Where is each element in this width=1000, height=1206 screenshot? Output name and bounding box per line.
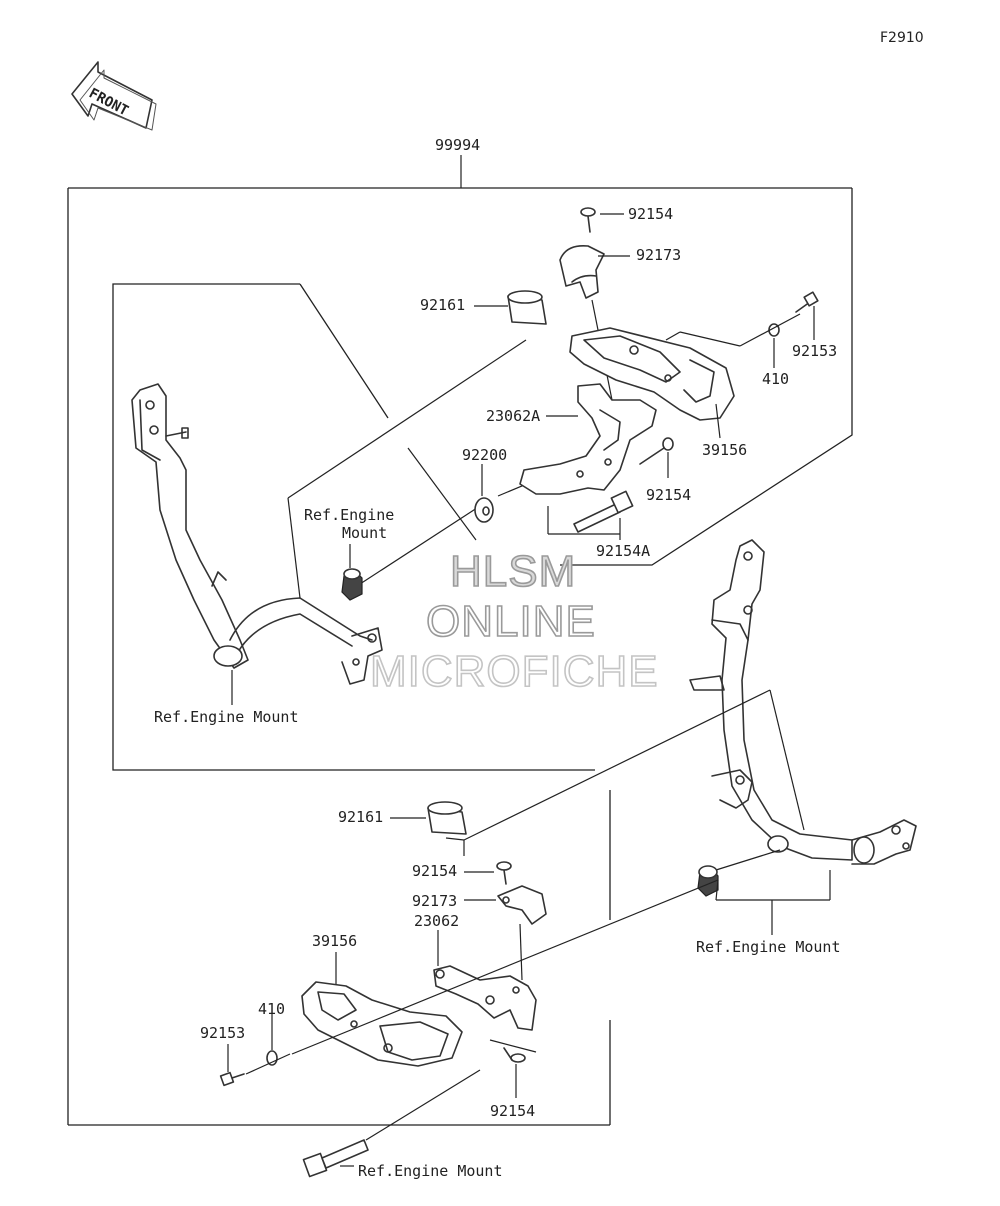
bracket-23062A [519,383,657,495]
washer-410-left [266,1050,278,1066]
label-410-right: 410 [762,370,789,388]
kit-number: 99994 [435,136,480,154]
bolt-92154-top [580,207,596,233]
front-arrow-icon: FRONT [71,61,157,131]
clamp-92173-top [559,244,605,299]
label-92200: 92200 [462,446,507,464]
bolt-92154A [573,490,634,533]
ref-engine-mount-bottom: Ref.Engine Mount [358,1162,503,1180]
label-92161-top: 92161 [420,296,465,314]
label-39156-top: 39156 [702,441,747,459]
label-92154-mid: 92154 [646,486,691,504]
watermark-line1: HLSM [450,547,576,596]
label-92173-top: 92173 [636,246,681,264]
ref-engine-mount-right: Ref.Engine Mount [696,938,841,956]
frame-slider-39156-top [569,327,735,421]
label-92173-bottom: 92173 [412,892,457,910]
label-92161-bottom: 92161 [338,808,383,826]
upper-assembly-outline [112,283,595,771]
engine-mount-spacer-right [697,865,719,897]
label-92154-top: 92154 [628,205,673,223]
label-23062A: 23062A [486,407,540,425]
label-92153-left: 92153 [200,1024,245,1042]
clamp-92173-bottom [497,885,547,925]
washer-92200 [474,497,494,523]
collar-92161-bottom [427,801,467,835]
label-410-left: 410 [258,1000,285,1018]
bolt-92154-lowest [503,1047,526,1063]
bracket-23062 [433,965,537,1031]
ref-engine-mount-left: Ref.Engine Mount [154,708,299,726]
watermark-line2: ONLINE [426,597,596,646]
watermark-line3: MICROFICHE [370,647,659,696]
label-92154A: 92154A [596,542,650,560]
frame-slider-39156-bottom [301,981,463,1067]
label-92154-lowest: 92154 [490,1102,535,1120]
right-frame-slider-bar [689,539,917,865]
bolt-92154-mid [639,437,674,465]
ref-engine-mount-upper-line1: Ref.Engine [304,506,394,524]
label-39156-bottom: 39156 [312,932,357,950]
bolt-92154-bottom [496,861,512,885]
kit-outline [560,188,853,566]
label-23062: 23062 [414,912,459,930]
engine-mount-bolt-bottom [302,1139,369,1178]
collar-92161-top [507,290,547,325]
engine-mount-spacer-upper [341,568,363,601]
label-92153-right: 92153 [792,342,837,360]
ref-engine-mount-upper-line2: Mount [342,524,387,542]
figure-id: F2910 [880,30,924,46]
bolt-92153-right [795,291,819,313]
bolt-92153-left [219,1071,245,1087]
label-92154-bottom: 92154 [412,862,457,880]
